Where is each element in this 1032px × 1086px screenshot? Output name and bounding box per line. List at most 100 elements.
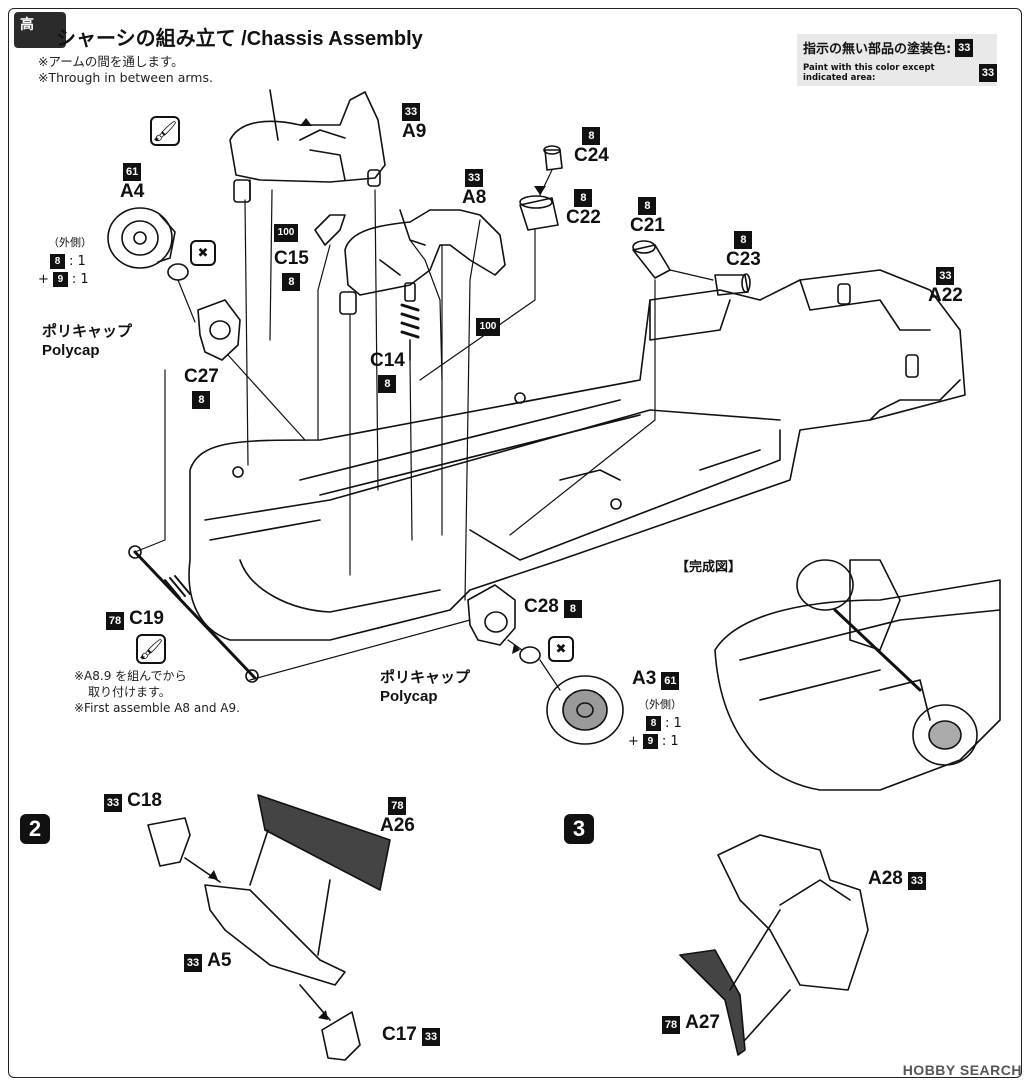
pin-a8-left (339, 291, 357, 315)
paint-code-chip: 78 (662, 1016, 680, 1034)
paint-code-chip: 33 (936, 267, 955, 285)
a3-mix-ratio: （外側） 8 : 1 + 9 : 1 (628, 696, 682, 749)
cement-icon: 🖌 (136, 634, 166, 664)
completed-view-drawing (714, 559, 1001, 791)
label-c18: 33 C18 (104, 790, 162, 812)
note-ja: ※アームの間を通します。 (38, 54, 184, 69)
section-title: シャーシの組み立て /Chassis Assembly (56, 22, 423, 51)
paint-code-chip: 8 (582, 127, 601, 145)
part-c27-drawing (197, 299, 241, 361)
part-a9-drawing (229, 89, 386, 201)
note-en: ※Through in between arms. (38, 70, 213, 85)
paint-code-chip: 33 (184, 954, 202, 972)
part-a8-drawing (344, 209, 506, 296)
completed-view-label: 【完成図】 (676, 560, 742, 575)
part-number: C22 (566, 207, 601, 228)
outer-side-note: （外側） (48, 236, 92, 249)
paint-code-chip: 33 (402, 103, 420, 121)
label-c15-code-left: 100 (274, 220, 298, 242)
paint-info-line2: Paint with this color except indicated a… (803, 63, 935, 83)
mix-line: 8 : 1 (646, 716, 682, 731)
logo-text: 高 (20, 17, 34, 33)
label-c27: C27 8 (184, 366, 219, 409)
mix-line: 8 : 1 (50, 254, 92, 269)
part-number: A8 (462, 187, 487, 208)
label-polycap-upper: ポリキャップ Polycap (42, 322, 132, 360)
mix-ratio: : 1 (661, 734, 679, 749)
step3-drawing (679, 834, 869, 1056)
polycap-ja: ポリキャップ (42, 323, 133, 340)
part-c21-drawing (632, 240, 671, 279)
label-c24: 8 C24 (574, 124, 609, 167)
paint-code-chip: 9 (642, 734, 658, 749)
paint-code-chip: 78 (388, 797, 407, 815)
paint-info-line1: 指示の無い部品の塗装色: (803, 42, 952, 57)
label-a3: A3 61 (632, 668, 680, 690)
outer-side-note: （外側） (638, 698, 682, 711)
label-polycap-lower: ポリキャップ Polycap (380, 668, 470, 706)
a4-mix-ratio: （外側） 8 : 1 + 9 : 1 (38, 234, 92, 287)
label-c22: 8 C22 (566, 186, 601, 229)
paint-code-chip: 8 (638, 197, 657, 215)
label-c15: C15 8 (274, 248, 309, 291)
part-c14-drawing (400, 282, 420, 361)
part-a27-drawing (679, 949, 746, 1056)
polycap-en: Polycap (42, 342, 100, 359)
label-a26: 78 A26 (380, 794, 415, 837)
no-cement-icon: ✖ (190, 240, 216, 266)
paint-code-chip: 9 (52, 272, 68, 287)
c19-note-ja1: ※A8.9 を組んでから (74, 669, 187, 683)
part-c22-drawing (519, 195, 559, 231)
paint-code-chip: 100 (476, 317, 500, 336)
label-a28: A28 33 (868, 868, 926, 890)
part-number: A26 (380, 815, 415, 836)
part-a3-drawing (546, 675, 624, 745)
no-cement-icon: ✖ (548, 636, 574, 662)
logo-badge: 高 (14, 12, 66, 48)
label-c28: C28 8 (524, 596, 582, 618)
part-c15-drawing (314, 214, 346, 246)
part-number: C18 (127, 790, 162, 811)
paint-info-row-2: Paint with this color except indicated a… (803, 63, 997, 83)
part-number: A28 (868, 868, 903, 889)
label-c19: 78 C19 (106, 608, 164, 630)
part-number: C17 (382, 1024, 417, 1045)
label-c14-spring-code: 100 (476, 314, 500, 336)
part-number: C14 (370, 350, 405, 371)
paint-code-chip: 8 (378, 375, 397, 393)
paint-code-chip: 61 (123, 163, 142, 181)
paint-code-chip: 33 (421, 1028, 440, 1046)
part-number: C27 (184, 366, 219, 387)
label-a22: 33 A22 (928, 264, 963, 307)
polycap-en: Polycap (380, 688, 438, 705)
part-a26-drawing (257, 794, 391, 891)
watermark: HOBBY SEARCH (902, 1062, 1022, 1078)
chassis-pins (232, 283, 919, 510)
part-number: C19 (129, 608, 164, 629)
chassis-a22-drawing (188, 269, 966, 641)
part-number: C28 (524, 596, 559, 617)
mix-line: + 9 : 1 (628, 734, 682, 749)
part-number: A9 (402, 121, 427, 142)
mix-line: + 9 : 1 (38, 272, 92, 287)
paint-code-chip: 33 (979, 64, 997, 82)
paint-code-chip: 61 (661, 672, 680, 690)
part-number: A27 (685, 1012, 720, 1033)
part-number: C21 (630, 215, 665, 236)
paint-code-chip: 8 (282, 273, 301, 291)
paint-code-chip: 33 (907, 872, 926, 890)
label-a27: 78 A27 (662, 1012, 720, 1034)
title-en: /Chassis Assembly (241, 28, 423, 50)
paint-code-chip: 8 (563, 600, 582, 618)
part-c17-drawing (321, 1011, 361, 1061)
mix-ratio: : 1 (69, 254, 86, 269)
paint-code-chip: 8 (50, 254, 65, 269)
polycap-ja: ポリキャップ (380, 669, 471, 686)
paint-code-chip: 8 (192, 391, 211, 409)
mix-plus: + (628, 734, 639, 749)
page-frame (8, 8, 1022, 1078)
paint-code-chip: 33 (465, 169, 484, 187)
paint-code-chip: 8 (734, 231, 753, 249)
pin-a9-right (367, 169, 381, 187)
